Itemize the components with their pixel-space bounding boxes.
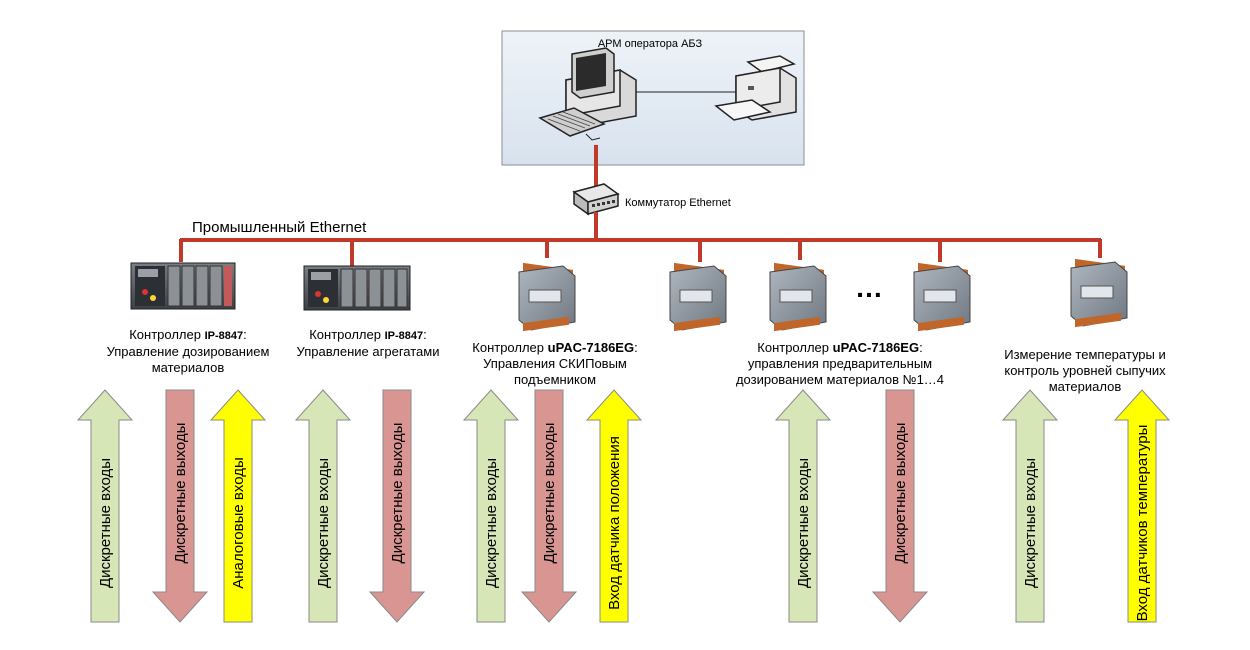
arrow-discrete-out-2-label: Дискретные выходы — [389, 423, 406, 564]
upac-module-3-icon — [769, 262, 827, 332]
controller-label-2: Контроллер IP-8847: Управление агрегатам… — [296, 327, 440, 359]
arrow-position-in-label: Вход датчика положения — [606, 436, 623, 610]
arrow-position-in-shape — [585, 389, 643, 623]
controller-label-1: Контроллер IP-8847: Управление дозирован… — [106, 327, 270, 375]
arrow-temp-in-label: Вход датчиков температуры — [1134, 425, 1151, 622]
arrow-discrete-out-4-label: Дискретные выходы — [892, 423, 909, 564]
ip8847-controller-2-icon — [303, 265, 411, 311]
arrow-discrete-in-4-label: Дискретные входы — [795, 458, 812, 588]
upac-module-1-icon — [518, 262, 576, 332]
network-label: Промышленный Ethernet — [192, 219, 367, 236]
ip8847-controller-1-icon — [130, 262, 236, 310]
controller-label-3: Контроллер uPAC-7186EG: Управления СКИПо… — [472, 340, 638, 387]
arrow-discrete-in-5-label: Дискретные входы — [1022, 458, 1039, 588]
arrow-discrete-out-4: Дискретные выходы — [871, 389, 929, 623]
arrow-analog-in: Аналоговые входы — [209, 389, 267, 623]
arrow-position-in: Вход датчика положения — [585, 389, 643, 623]
arrow-discrete-out-3-label: Дискретные выходы — [541, 423, 558, 564]
arrow-discrete-out-4-shape — [871, 389, 929, 623]
arrow-discrete-in-3-label: Дискретные входы — [483, 458, 500, 588]
switch-label: Коммутатор Ethernet — [625, 197, 731, 209]
arrow-discrete-out-2: Дискретные выходы — [368, 389, 426, 623]
arrow-discrete-in-3: Дискретные входы — [462, 389, 520, 623]
arrow-discrete-out-1-label: Дискретные выходы — [172, 423, 189, 564]
arrow-discrete-in-4: Дискретные входы — [774, 389, 832, 623]
ethernet-switch-icon — [572, 183, 620, 216]
ethernet-bus — [179, 238, 1102, 266]
arrow-discrete-in-2-shape — [294, 389, 352, 623]
controller-label-4: Контроллер uPAC-7186EG: управления предв… — [735, 340, 945, 387]
arrow-discrete-in-3-shape — [462, 389, 520, 623]
arrow-discrete-in-4-shape — [774, 389, 832, 623]
arrow-analog-in-shape — [209, 389, 267, 623]
arrow-discrete-in-2-label: Дискретные входы — [315, 458, 332, 588]
ellipsis: … — [855, 272, 885, 303]
upac-module-2-icon — [669, 262, 727, 332]
arrow-discrete-out-3-shape — [520, 389, 578, 623]
arrow-discrete-in-5: Дискретные входы — [1001, 389, 1059, 623]
io-module-icon — [1070, 258, 1128, 328]
arrow-discrete-out-3: Дискретные выходы — [520, 389, 578, 623]
arrow-discrete-out-2-shape — [368, 389, 426, 623]
arrow-discrete-in-1-label: Дискретные входы — [97, 458, 114, 588]
arrow-analog-in-label: Аналоговые входы — [230, 457, 247, 588]
arrow-discrete-in-1: Дискретные входы — [76, 389, 134, 623]
arrow-discrete-out-1-shape — [151, 389, 209, 623]
workstation-title: АРМ оператора АБЗ — [597, 38, 703, 50]
computer-icon — [538, 47, 637, 141]
upac-module-4-icon — [913, 262, 971, 332]
arrow-discrete-in-2: Дискретные входы — [294, 389, 352, 623]
arrow-discrete-in-1-shape — [76, 389, 134, 623]
arrow-temp-in: Вход датчиков температуры — [1113, 389, 1171, 623]
arrow-discrete-out-1: Дискретные выходы — [151, 389, 209, 623]
printer-icon — [714, 55, 797, 121]
arrow-temp-in-shape — [1113, 389, 1171, 623]
controller-label-5: Измерение температуры и контроль уровней… — [1004, 347, 1166, 394]
arrow-discrete-in-5-shape — [1001, 389, 1059, 623]
